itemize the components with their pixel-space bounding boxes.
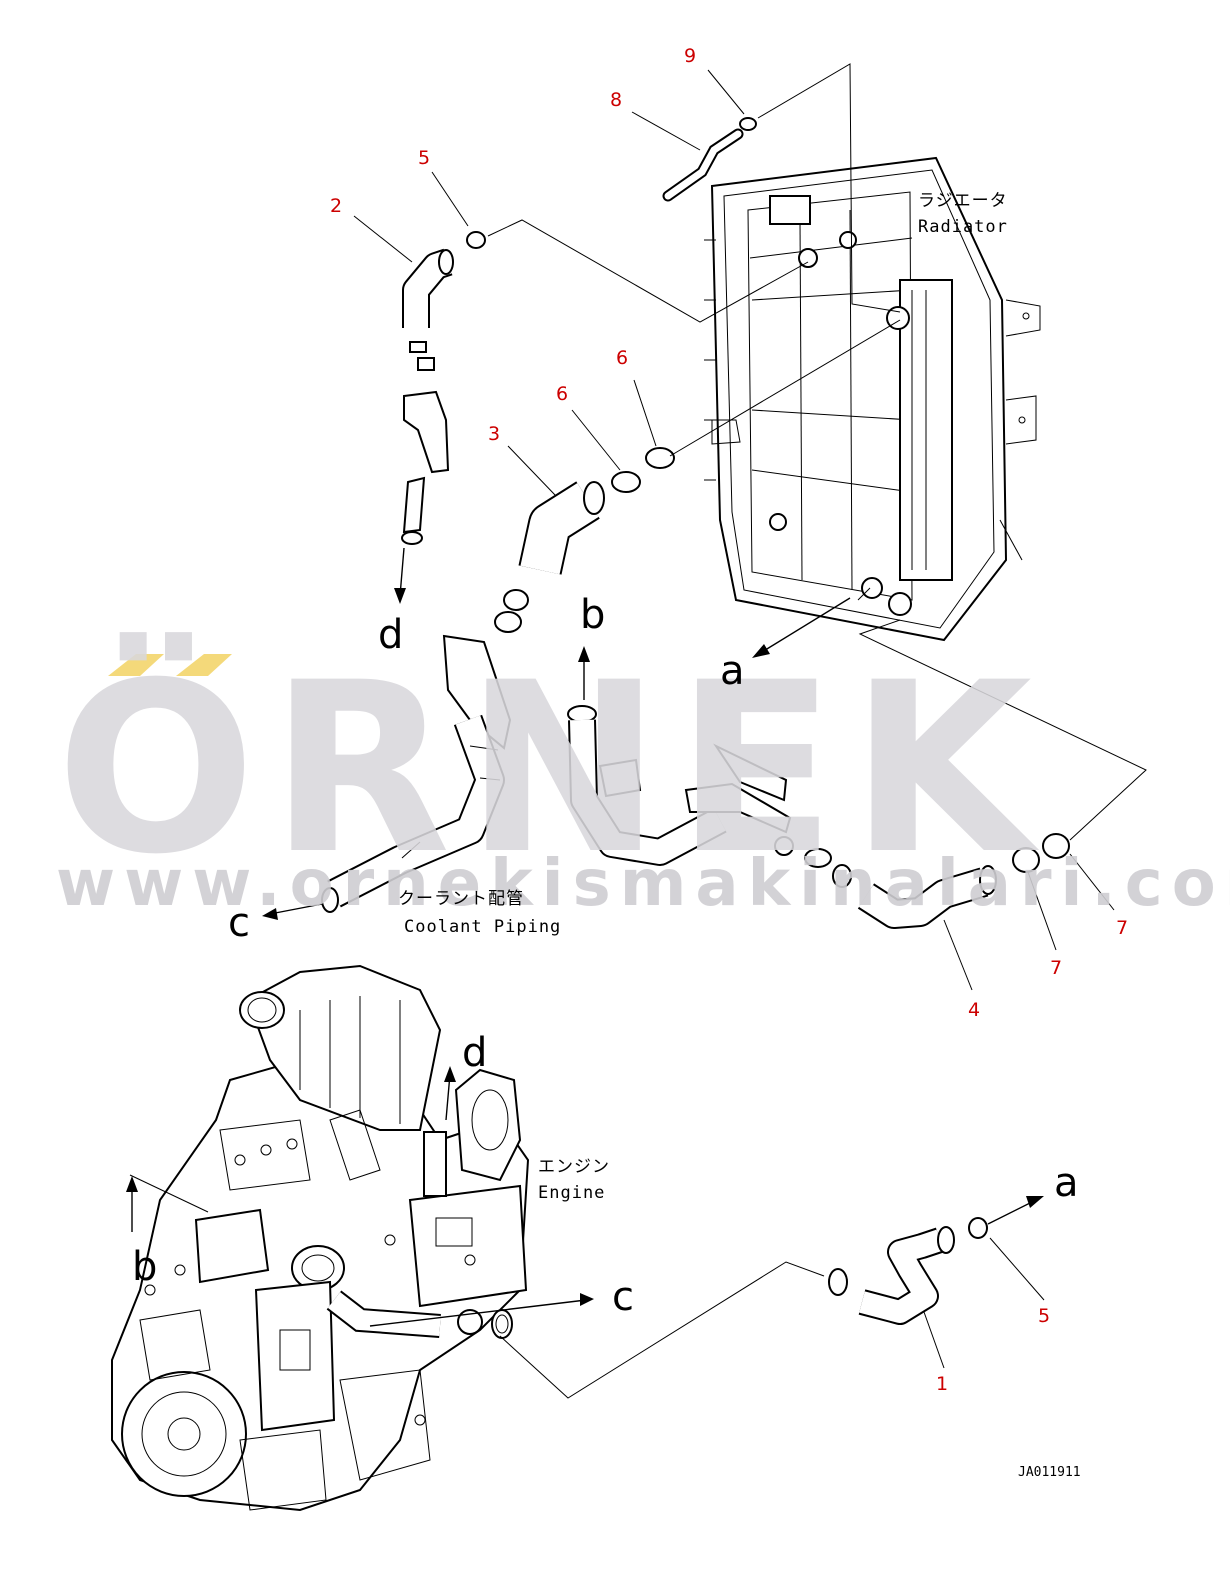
clamp-part-6-a bbox=[611, 471, 641, 493]
clamp-part-5-low-left bbox=[828, 1268, 848, 1296]
callout-3: 3 bbox=[488, 423, 500, 445]
radiator-label-en: Radiator bbox=[918, 217, 1008, 237]
coolant-label-en: Coolant Piping bbox=[404, 917, 561, 937]
clamp-part-5-top bbox=[466, 231, 486, 249]
coolant-pipe-b bbox=[567, 705, 794, 866]
pipe-to-d bbox=[401, 341, 450, 545]
callout-leaders bbox=[353, 69, 1115, 1369]
engine-label-jp: エンジン bbox=[538, 1157, 610, 1177]
connection-letter-b-top: b bbox=[580, 592, 605, 638]
component-labels: ラジエータ Radiator クーラント配管 Coolant Piping エン… bbox=[398, 191, 1081, 1480]
callout-8: 8 bbox=[610, 89, 622, 111]
hose-part-1 bbox=[858, 1226, 955, 1325]
callout-4: 4 bbox=[968, 999, 980, 1021]
drawing-code: JA011911 bbox=[1018, 1465, 1081, 1480]
callout-numbers: 9 8 5 2 6 6 3 7 7 4 5 1 bbox=[330, 45, 1128, 1395]
engine-label-en: Engine bbox=[538, 1183, 605, 1203]
connection-letter-a-top: a bbox=[720, 648, 745, 694]
watermark: ÖRNEK www.ornekismakinalari.com.tr bbox=[56, 631, 1230, 921]
clamp-part-7-b bbox=[1042, 833, 1070, 859]
clamp-part-9 bbox=[739, 117, 757, 131]
callout-5-top: 5 bbox=[418, 147, 430, 169]
callout-7-right: 7 bbox=[1116, 917, 1128, 939]
hose-part-2 bbox=[402, 248, 454, 328]
engine-assembly bbox=[111, 964, 530, 1512]
callout-7-left: 7 bbox=[1050, 957, 1062, 979]
clamp-part-6-b bbox=[645, 447, 675, 469]
callout-5-low: 5 bbox=[1038, 1305, 1050, 1327]
radiator-assembly bbox=[704, 156, 1041, 642]
watermark-url: www.ornekismakinalari.com.tr bbox=[56, 847, 1230, 921]
direction-arrows bbox=[126, 547, 1044, 1327]
connection-letter-d-top: d bbox=[378, 612, 403, 658]
connection-letter-d-engine: d bbox=[462, 1030, 487, 1076]
clamp-part-7-a bbox=[1012, 847, 1040, 873]
callout-6-right: 6 bbox=[616, 347, 628, 369]
watermark-brand: ÖRNEK bbox=[56, 631, 1046, 906]
connection-letters: d b a c d a b c bbox=[132, 592, 1079, 1320]
connection-letter-c-engine: c bbox=[612, 1274, 634, 1320]
clamp-part-5-low bbox=[968, 1217, 988, 1239]
connection-lines bbox=[129, 63, 1147, 1399]
coolant-label-jp: クーラント配管 bbox=[398, 889, 524, 909]
callout-9: 9 bbox=[684, 45, 696, 67]
coolant-pipe-c bbox=[321, 589, 529, 913]
callout-1: 1 bbox=[936, 1373, 948, 1395]
hose-part-3 bbox=[518, 481, 605, 575]
connection-letter-c-top: c bbox=[228, 900, 250, 946]
connection-letter-b-engine: b bbox=[132, 1244, 157, 1290]
watermark-accent-left bbox=[108, 654, 164, 676]
callout-6-left: 6 bbox=[556, 383, 568, 405]
watermark-accent-right bbox=[176, 654, 232, 676]
connection-letter-a-engine: a bbox=[1054, 1160, 1079, 1206]
hose-part-4 bbox=[857, 865, 997, 929]
callout-2: 2 bbox=[330, 195, 342, 217]
radiator-label-jp: ラジエータ bbox=[918, 191, 1008, 211]
